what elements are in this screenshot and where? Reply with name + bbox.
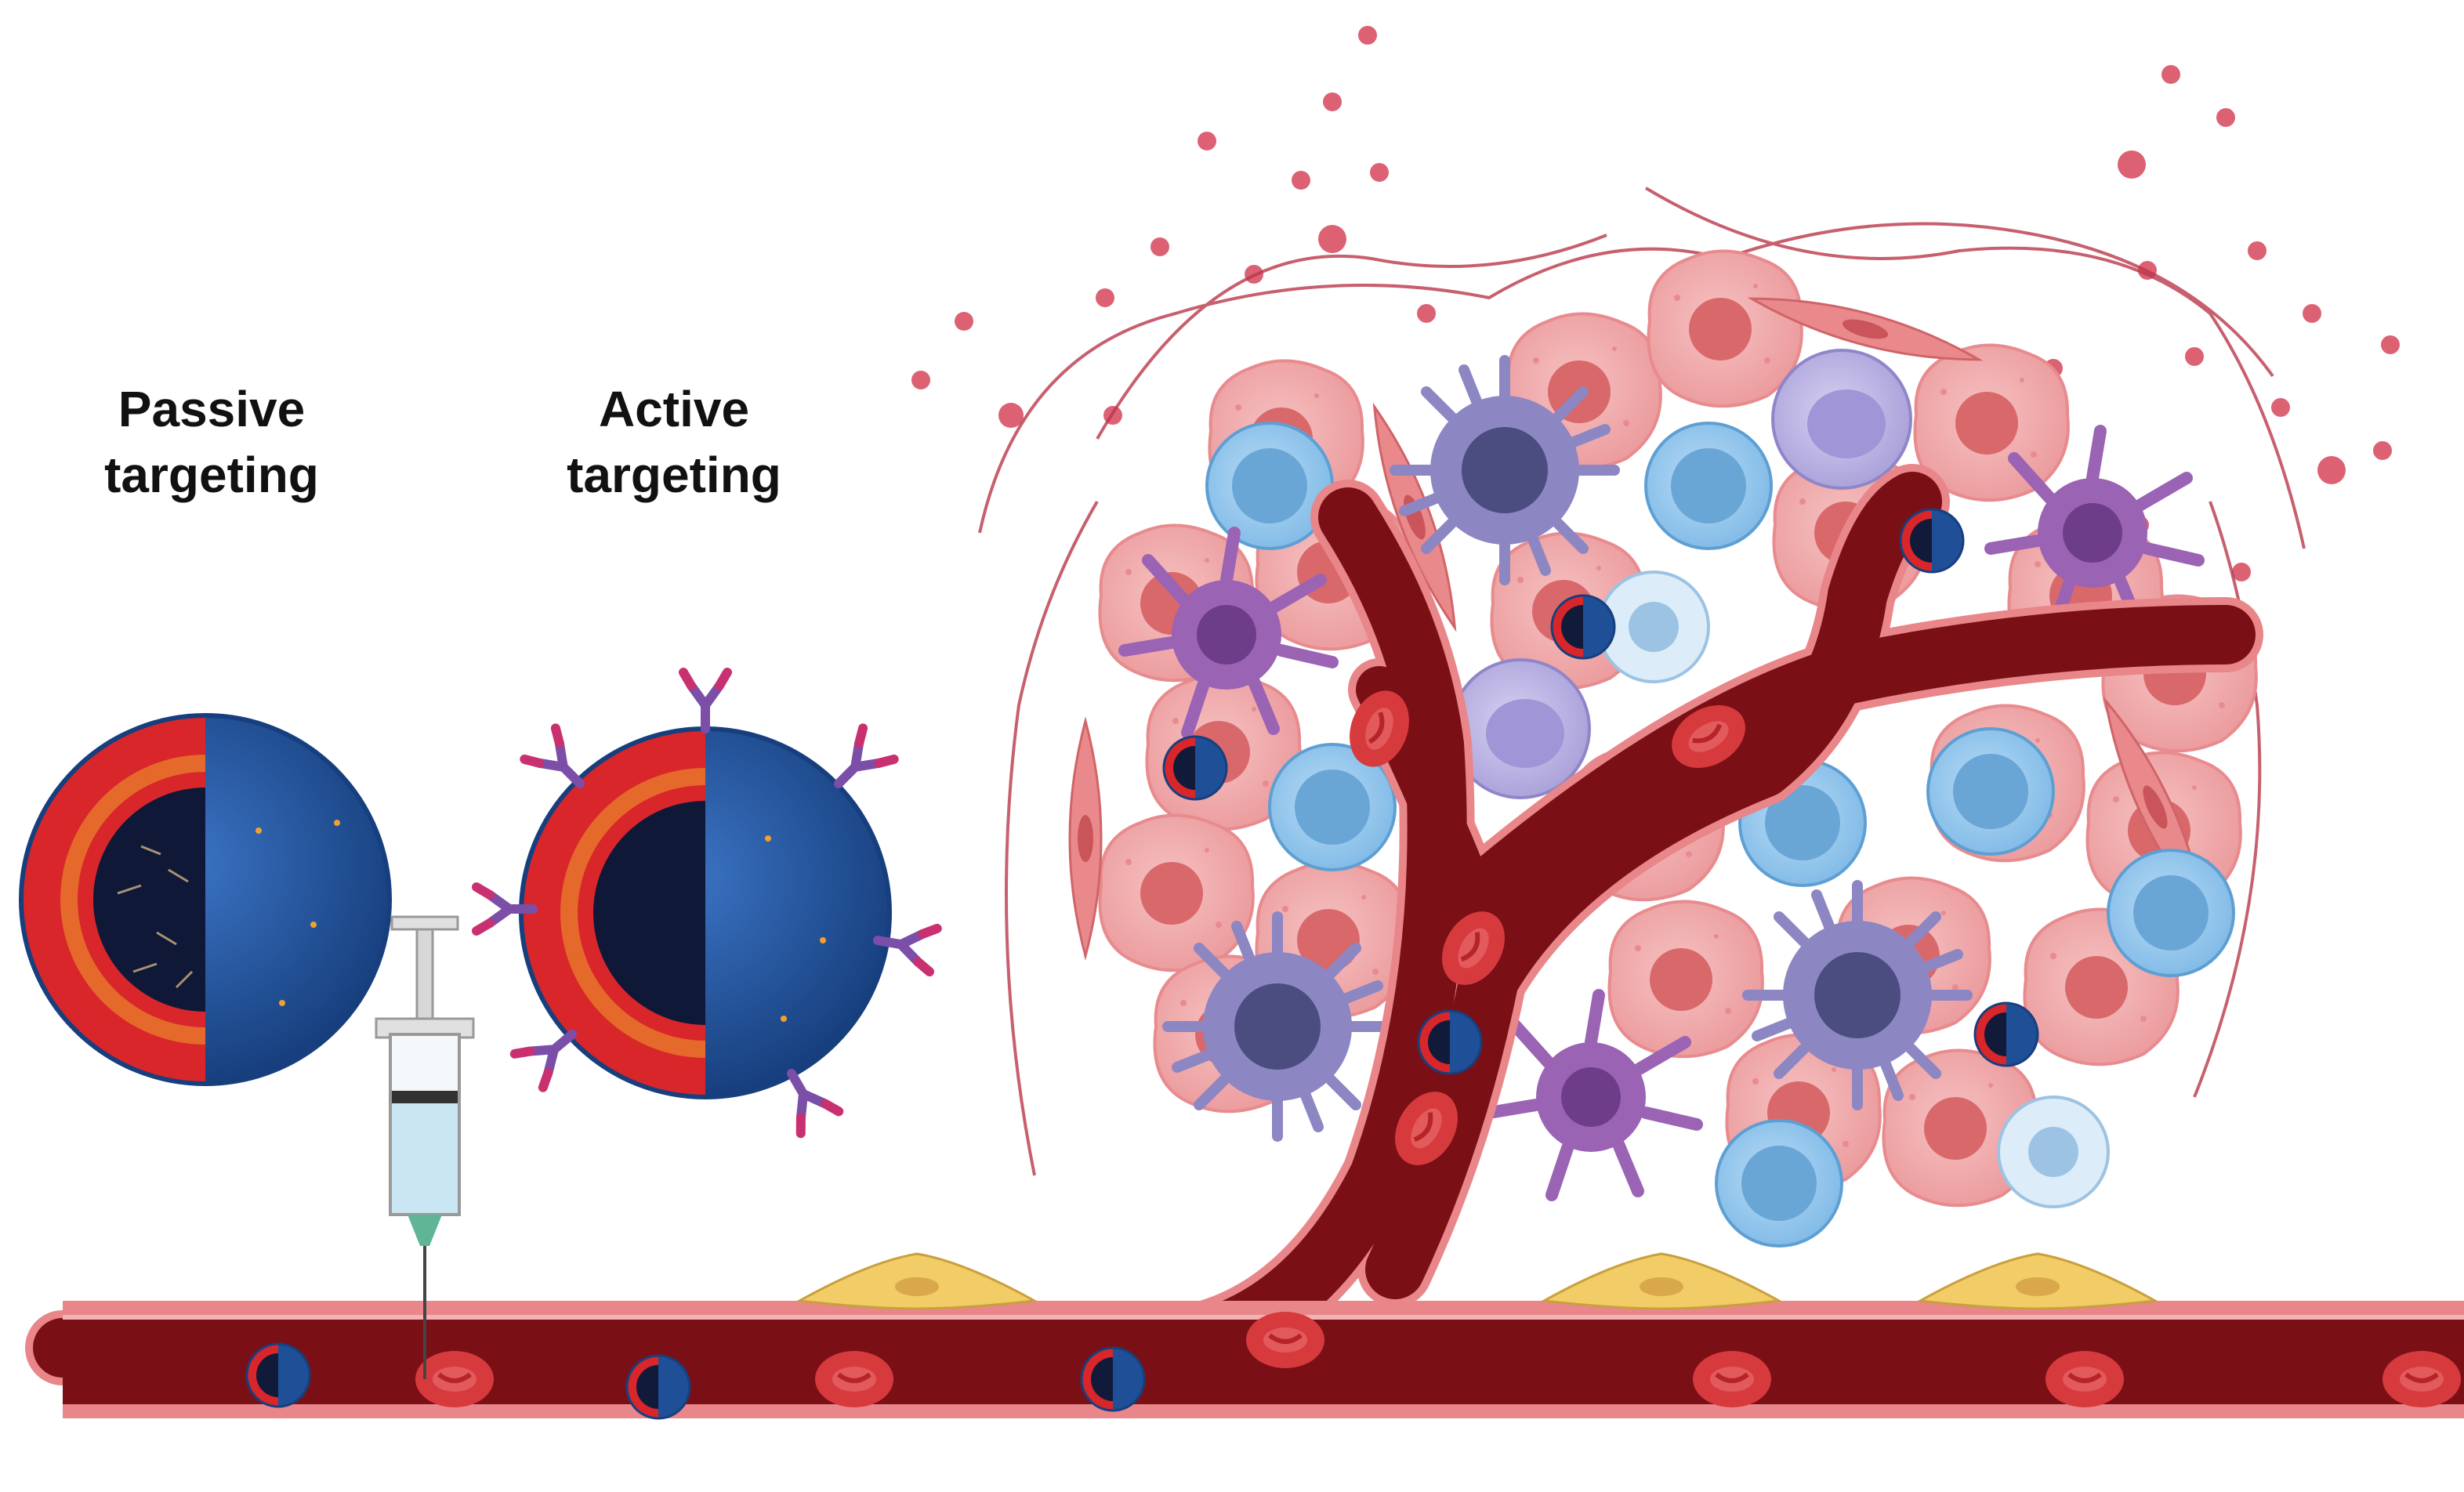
pericytes: [798, 1252, 2157, 1310]
passive-nanoparticle: [19, 713, 392, 1086]
passive-targeting-label: Passive targeting: [104, 381, 319, 503]
extracellular-fibres: [978, 186, 2306, 1176]
active-targeting-label: Active targeting: [567, 381, 781, 503]
active-nanoparticle: [476, 672, 937, 1133]
secreted-particles: [911, 26, 2400, 581]
syringe-icon: [375, 915, 475, 1379]
